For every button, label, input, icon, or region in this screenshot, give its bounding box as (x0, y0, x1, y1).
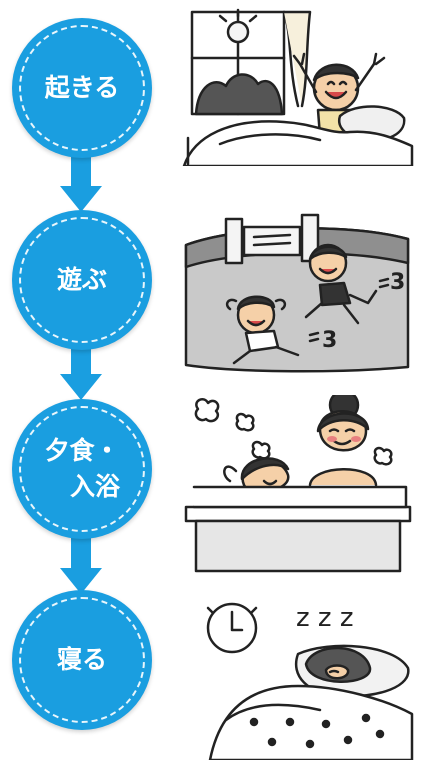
motion-mark-2: 3 (322, 328, 337, 353)
step-dinner-bath-label-line-2: 入浴 (69, 472, 120, 501)
mother-child-bath-illustration (184, 395, 412, 573)
cheek-blush (327, 436, 337, 442)
sleep-sound-text: z z z (296, 603, 353, 633)
child-waking-up-illustration (182, 8, 414, 166)
child-sleeping-illustration: z z z (206, 602, 414, 760)
step-dinner-bath-label-line-1: 夕食・ (44, 436, 120, 465)
step-play-circle: 遊ぶ (12, 210, 152, 350)
step-wake-up-circle: 起きる (12, 18, 152, 158)
step-sleep-circle: 寝る (12, 590, 152, 730)
step-dinner-bath-circle: 夕食・ 入浴 (12, 399, 152, 539)
step-sleep-label: 寝る (56, 645, 107, 674)
cheek-blush-2 (351, 436, 361, 442)
step-play-label: 遊ぶ (56, 265, 107, 294)
down-arrow-1 (60, 150, 102, 212)
step-wake-up-label: 起きる (44, 73, 120, 102)
step-dinner-bath-label: 夕食・ 入浴 (12, 433, 152, 505)
motion-mark-1: 3 (390, 270, 405, 295)
down-arrow-3 (60, 532, 102, 594)
children-playing-illustration: 3 3 (184, 213, 410, 373)
